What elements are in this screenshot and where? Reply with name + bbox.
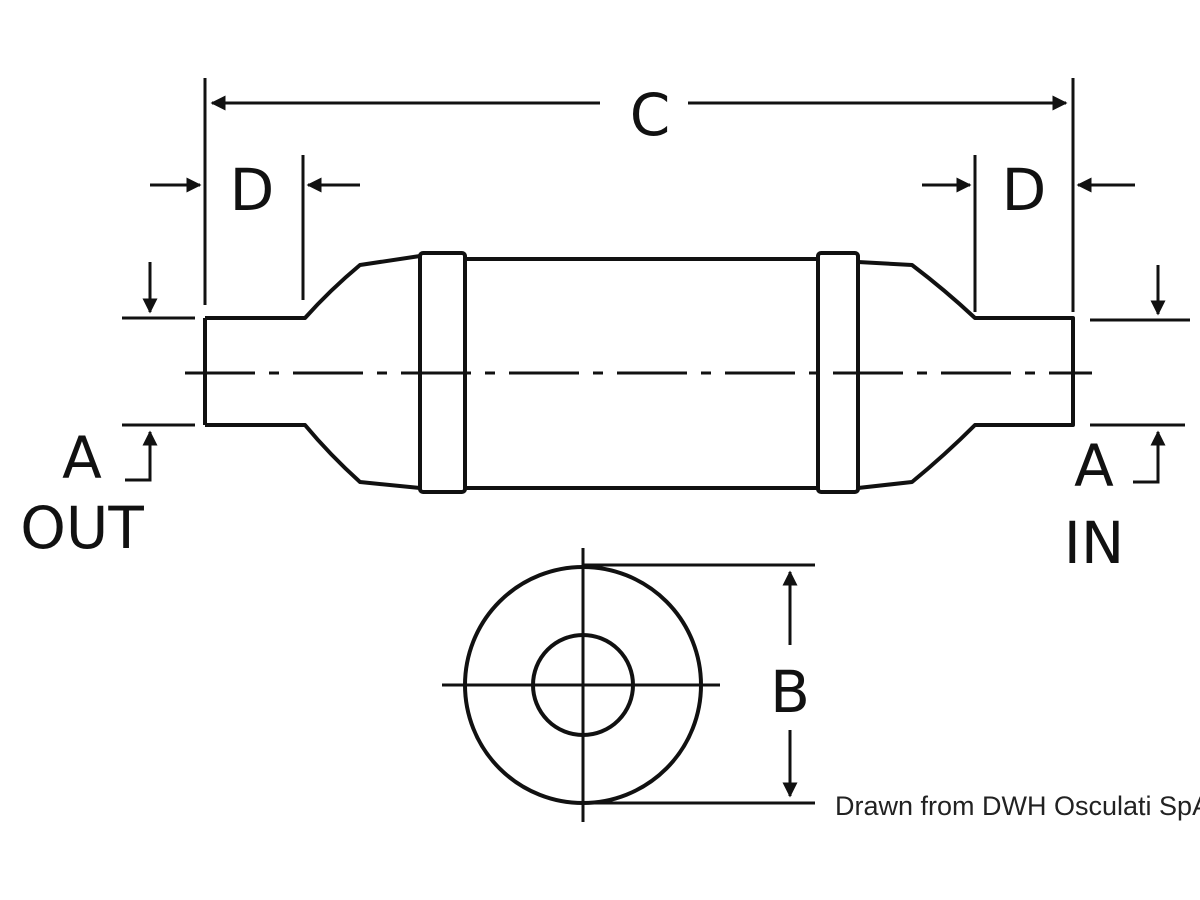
dimension-a-in: A IN [1064,265,1190,577]
muffler-end-view: B [442,548,815,822]
label-c: C [630,81,671,149]
dimension-c: C [203,78,1075,312]
dimension-d-left: D [150,155,360,300]
label-d-left: D [230,156,275,224]
label-out: OUT [20,494,144,562]
label-d-right: D [1002,156,1047,224]
label-in: IN [1064,509,1125,577]
label-b: B [770,658,810,726]
label-a-in: A [1074,432,1114,500]
caption: Drawn from DWH Osculati SpA [835,791,1200,821]
dimension-d-right: D [922,155,1135,312]
muffler-side-view [185,251,1092,494]
label-a-out: A [62,424,102,492]
dimension-a-out: A OUT [20,262,195,562]
